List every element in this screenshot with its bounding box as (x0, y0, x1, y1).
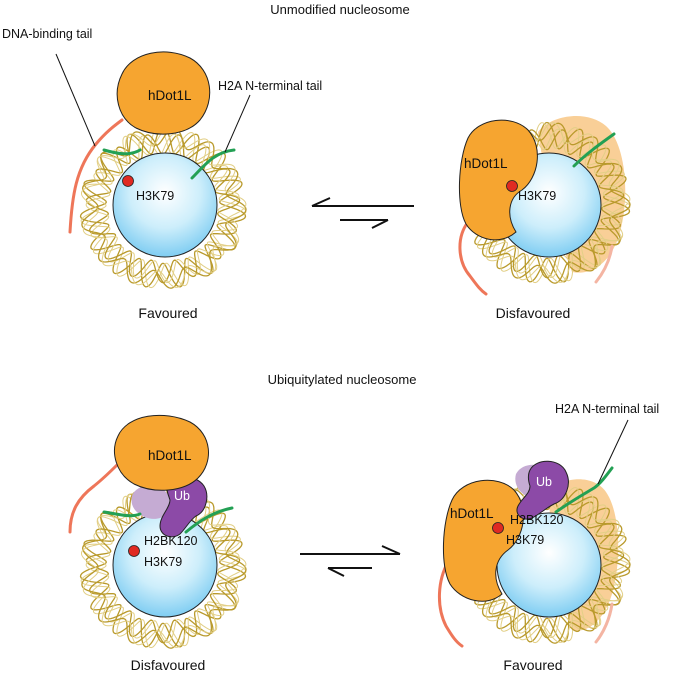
h2a-tail-callout-line (597, 419, 629, 485)
bottom-left-complex: Ub hDot1L H2BK120 H3K79 Disfavoured (68, 414, 247, 673)
ubiquitin-faded (131, 485, 171, 519)
hdot1l-label: hDot1L (148, 88, 192, 103)
dna-binding-tail-faded (594, 602, 614, 644)
h2a-n-terminal-tail (102, 148, 142, 156)
favoured-caption: Favoured (503, 657, 562, 673)
hdot1l-label: hDot1L (464, 156, 508, 171)
ubiquitylated-nucleosome-title: Ubiquitylated nucleosome (268, 372, 417, 387)
dna-binding-tail-faded (594, 244, 614, 284)
h2bk120-label: H2BK120 (144, 534, 198, 548)
ub-label: Ub (536, 475, 552, 489)
equilibrium-arrows-bottom (300, 545, 401, 577)
hdot1l-enzyme (114, 414, 209, 491)
h3k79-site (506, 180, 518, 192)
dna-strand (79, 126, 247, 288)
equilibrium-arrows-top (311, 197, 414, 229)
h2a-n-terminal-tail (572, 132, 616, 168)
h3k79-label: H3K79 (136, 189, 174, 203)
dna-binding-tail (458, 220, 488, 296)
unmodified-nucleosome-title: Unmodified nucleosome (270, 2, 409, 17)
hdot1l-enzyme (443, 479, 524, 602)
dna-coil (79, 126, 247, 289)
dna-binding-tail-callout: DNA-binding tail (2, 27, 92, 41)
dna-strand (81, 127, 247, 288)
h3k79-label: H3K79 (144, 555, 182, 569)
favoured-caption: Favoured (138, 305, 197, 321)
h3k79-site (128, 545, 140, 557)
dna-binding-tail (68, 462, 120, 534)
h2a-n-terminal-tail-callout: H2A N-terminal tail (555, 402, 659, 416)
disfavoured-caption: Disfavoured (131, 657, 206, 673)
h2a-n-terminal-tail-callout: H2A N-terminal tail (218, 79, 322, 93)
ubiquitin (159, 476, 208, 538)
hdot1l-label: hDot1L (148, 448, 192, 463)
dna-binding-tail (437, 560, 464, 648)
top-right-complex: hDot1L H3K79 Disfavoured (458, 115, 631, 321)
bottom-right-complex: hDot1L Ub H2A N-terminal tail H2BK120 H3… (437, 402, 659, 673)
h2bk120-label: H2BK120 (510, 513, 564, 527)
h2a-n-terminal-tail (102, 510, 142, 518)
h2a-n-terminal-tail (554, 466, 614, 514)
hdot1l-enzyme (459, 119, 538, 241)
dna-strand (85, 133, 240, 284)
h3k79-label: H3K79 (518, 189, 556, 203)
dna-binding-tail-callout-line (55, 53, 96, 147)
disfavoured-caption: Disfavoured (496, 305, 571, 321)
dna-strand (80, 127, 247, 289)
ubiquitin (516, 460, 569, 520)
ub-label: Ub (174, 489, 190, 503)
h2a-n-terminal-tail (184, 506, 234, 534)
h2a-tail-callout-line (224, 94, 251, 153)
h3k79-site (122, 175, 134, 187)
dna-binding-tail (68, 118, 124, 234)
h2a-n-terminal-tail (190, 148, 236, 180)
h3k79-site (492, 522, 504, 534)
top-left-complex: hDot1L H3K79 DNA-binding tail H2A N-term… (2, 27, 322, 321)
h3k79-label: H3K79 (506, 533, 544, 547)
hdot1l-enzyme (116, 51, 211, 135)
dna-strand (81, 127, 247, 289)
hdot1l-label: hDot1L (450, 506, 494, 521)
